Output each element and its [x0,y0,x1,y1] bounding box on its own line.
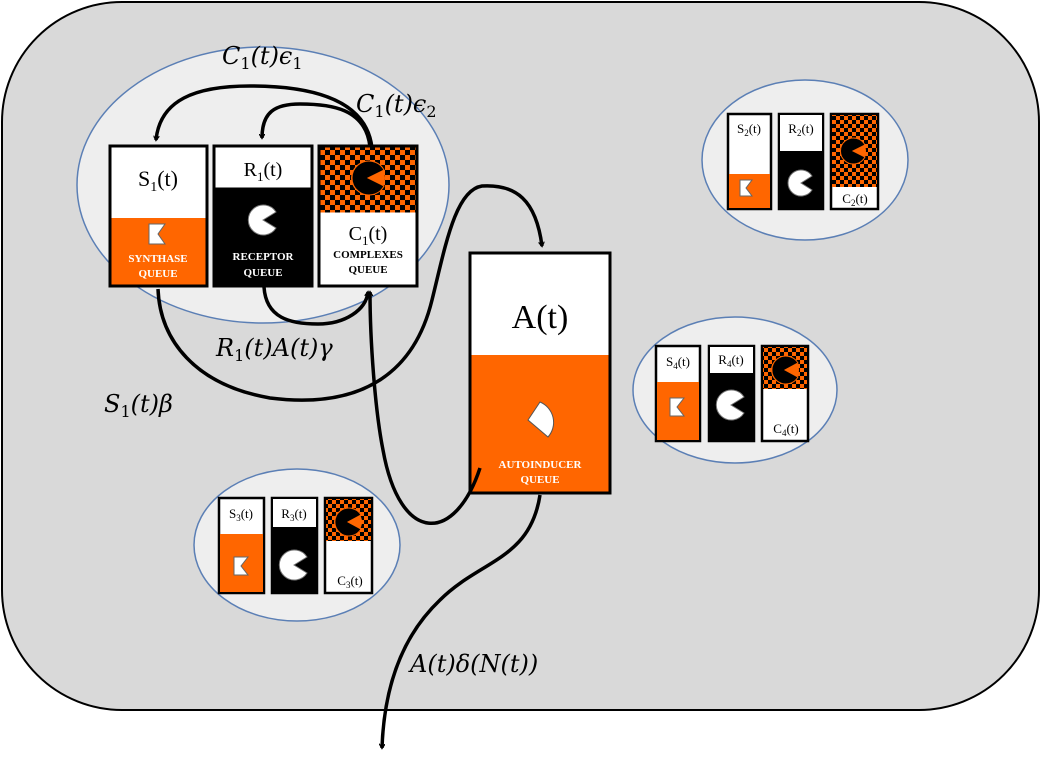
cell3-complexes-variable: C3(t) [337,573,362,590]
autoinducer-title: A(t) [512,299,569,336]
synthase-variable: S1(t) [138,166,178,195]
cell3-receptor-pacman-icon [278,549,308,581]
c1e2-arrow [262,102,372,148]
rate-adn: A(t)δ(N(t)) [408,650,538,678]
autoinducer-label: AUTOINDUCER [499,459,583,471]
cell2-receptor-variable: R2(t) [788,121,813,138]
degradation-arrow [382,494,542,748]
cell3-receptor-variable: R3(t) [281,506,306,523]
cell2-synthase-variable: S2(t) [737,121,761,138]
cell2-synthase-flag-icon [739,179,753,197]
cell-3: S3(t) R3(t) C3(t) [193,468,401,622]
autoinducer-wedge-icon [527,401,555,438]
autoinducer-queue: A(t) AUTOINDUCER QUEUE [468,251,612,495]
synthase-flag-icon [148,223,166,245]
cell2-receptor-pacman-icon [787,169,813,197]
synthase-label-queue: QUEUE [138,268,177,280]
cell4-complexes-variable: C4(t) [773,421,798,438]
cell2-complexes-variable: C2(t) [842,191,867,208]
r1ag-arrow [262,286,368,326]
cell4-synthase-flag-icon [669,397,686,417]
receptor-label: RECEPTOR [233,251,295,263]
rate-s1b: S1(t)β [104,390,173,421]
complexes-queue: C1(t) COMPLEXES QUEUE [317,144,419,288]
complexes-variable: C1(t) [349,223,388,248]
cell-2: S2(t) R2(t) C2(t) [701,79,909,241]
receptor-queue: R1(t) RECEPTOR QUEUE [212,144,314,288]
reaction-arrows [156,84,542,748]
cell3-synthase-flag-icon [233,556,250,576]
cell3-synthase-variable: S3(t) [229,506,253,523]
complexes-label: COMPLEXES [333,249,403,261]
c1e1-arrow [156,84,374,149]
receptor-label-queue: QUEUE [243,267,282,279]
complexes-label-queue: QUEUE [348,264,387,276]
synthase-queue: S1(t) SYNTHASE QUEUE [108,144,209,288]
s1b-arrow [156,184,542,402]
complex-pacman-icon [351,160,385,196]
cell4-synthase-variable: S4(t) [666,354,690,371]
cell4-receptor-variable: R4(t) [718,352,743,369]
synthase-label: SYNTHASE [128,253,187,265]
rate-r1ag: R1(t)A(t)γ [215,334,333,365]
cell4-receptor-pacman-icon [715,389,745,421]
ag-return-arrow [370,292,482,525]
autoinducer-label-queue: QUEUE [520,474,559,486]
receptor-variable: R1(t) [244,159,283,184]
rate-c1e2: C1(t)ϵ2 [356,90,437,121]
receptor-pacman-icon [247,204,277,236]
rate-c1e1: C1(t)ϵ1 [222,42,303,73]
cell-4: S4(t) R4(t) C4(t) [632,316,838,464]
